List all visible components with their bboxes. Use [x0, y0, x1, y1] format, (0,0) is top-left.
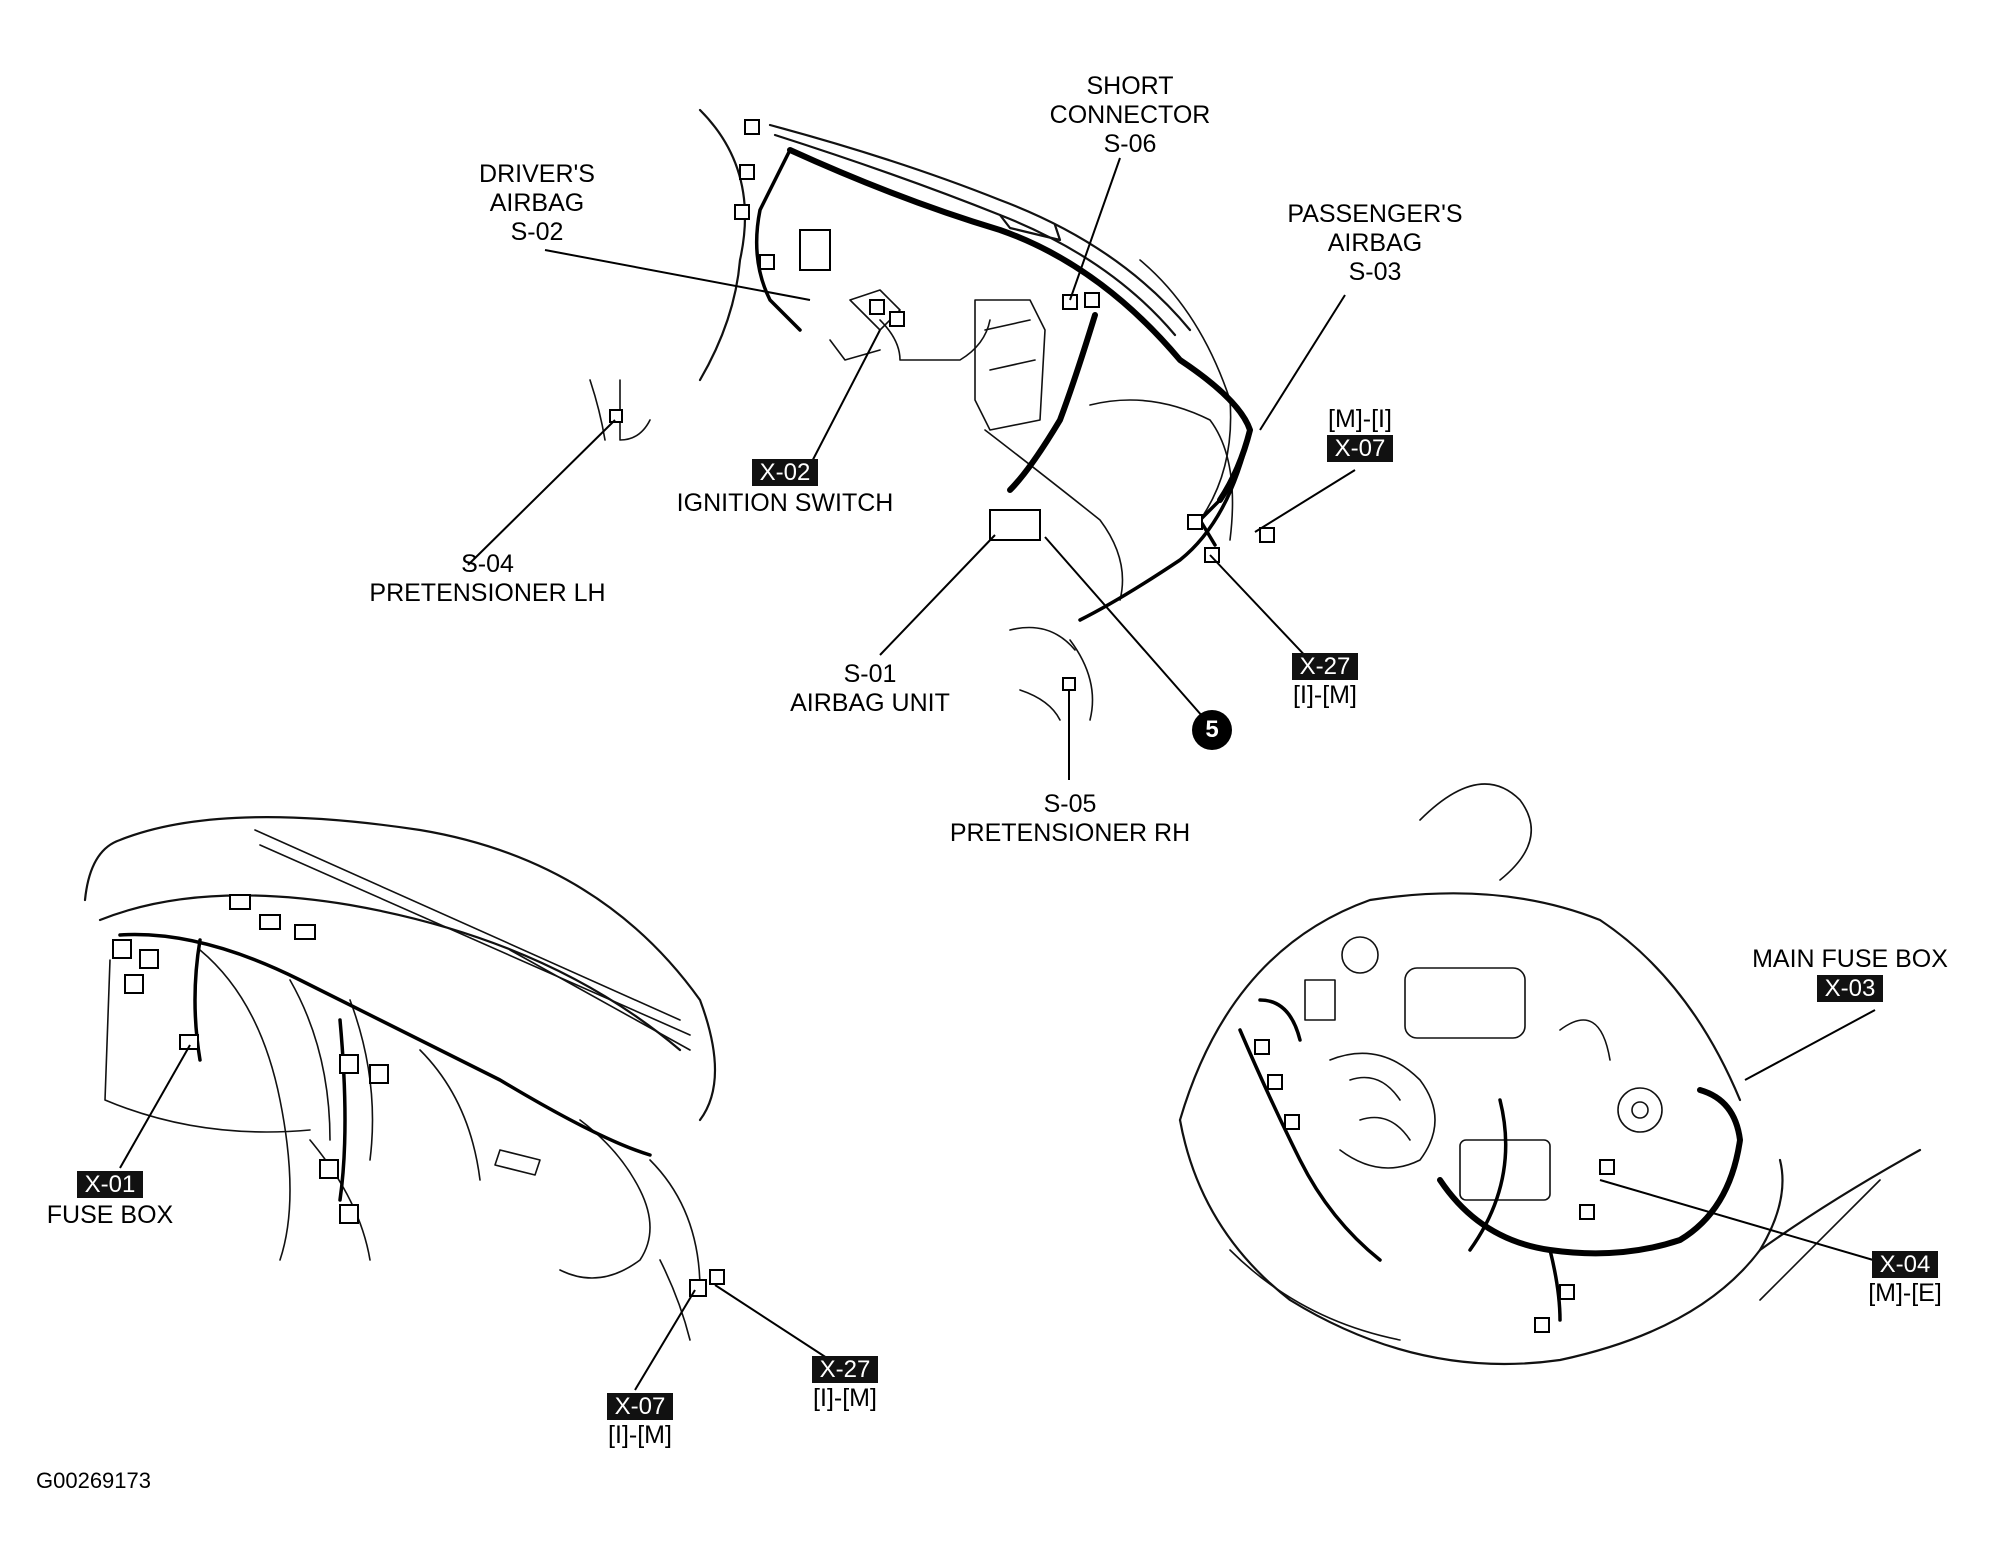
- pretensioner-rh-name: PRETENSIONER RH: [949, 819, 1191, 847]
- x07-bottom-label: X-07 [I]-[M]: [590, 1392, 690, 1450]
- dashboard-drawing: [83, 816, 725, 1341]
- airbag-unit-code: S-01: [843, 660, 897, 688]
- passengers-airbag-line1: PASSENGER'S: [1287, 200, 1463, 228]
- passengers-airbag-label: PASSENGER'S AIRBAG S-03: [1270, 200, 1480, 287]
- ignition-switch-name: IGNITION SWITCH: [676, 489, 894, 517]
- x07-top-badge: X-07: [1326, 435, 1394, 462]
- x02-badge: X-02: [751, 459, 819, 486]
- x03-badge: X-03: [1816, 975, 1884, 1002]
- x07-top-label: [M]-[I] X-07: [1310, 405, 1410, 463]
- drivers-airbag-code: S-02: [510, 218, 564, 246]
- pretensioner-rh-code: S-05: [1043, 790, 1097, 818]
- x07-bottom-badge: X-07: [606, 1393, 674, 1420]
- x04-badge: X-04: [1871, 1251, 1939, 1278]
- x07-bottom-pins: [I]-[M]: [608, 1421, 672, 1449]
- x04-pins: [M]-[E]: [1868, 1279, 1942, 1307]
- pretensioner-lh-label: S-04 PRETENSIONER LH: [345, 550, 630, 608]
- x27-top-label: X-27 [I]-[M]: [1275, 652, 1375, 710]
- circle-marker: 5: [1192, 710, 1232, 750]
- pretensioner-lh-name: PRETENSIONER LH: [369, 579, 606, 607]
- x01-badge: X-01: [76, 1171, 144, 1198]
- short-connector-line2: CONNECTOR: [1049, 101, 1211, 129]
- figure-id: G00269173: [36, 1468, 151, 1493]
- main-fuse-box-label: MAIN FUSE BOX X-03: [1735, 945, 1965, 1003]
- x07-top-pins: [M]-[I]: [1328, 405, 1392, 433]
- fuse-box-label: X-01 FUSE BOX: [30, 1170, 190, 1230]
- pretensioner-lh-code: S-04: [461, 550, 514, 578]
- x27-bottom-badge: X-27: [811, 1356, 879, 1383]
- drivers-airbag-label: DRIVER'S AIRBAG S-02: [462, 160, 612, 247]
- engine-bay-drawing: [1178, 783, 1922, 1366]
- drivers-airbag-line1: DRIVER'S: [479, 160, 595, 188]
- top-dash-drawing: [589, 108, 1275, 721]
- x04-label: X-04 [M]-[E]: [1855, 1250, 1955, 1308]
- ignition-switch-label: X-02 IGNITION SWITCH: [655, 458, 915, 518]
- x27-top-pins: [I]-[M]: [1293, 681, 1357, 709]
- fuse-box-name: FUSE BOX: [46, 1201, 174, 1229]
- drivers-airbag-line2: AIRBAG: [489, 189, 585, 217]
- x27-top-badge: X-27: [1291, 653, 1359, 680]
- airbag-unit-label: S-01 AIRBAG UNIT: [770, 660, 970, 718]
- airbag-unit-name: AIRBAG UNIT: [790, 689, 950, 717]
- passengers-airbag-line2: AIRBAG: [1327, 229, 1423, 257]
- x27-bottom-label: X-27 [I]-[M]: [795, 1355, 895, 1413]
- short-connector-label: SHORT CONNECTOR S-06: [1035, 72, 1225, 159]
- x27-bottom-pins: [I]-[M]: [813, 1384, 877, 1412]
- passengers-airbag-code: S-03: [1348, 258, 1402, 286]
- main-fuse-box-name: MAIN FUSE BOX: [1752, 945, 1948, 973]
- leader-lines: [119, 157, 1881, 1391]
- pretensioner-rh-label: S-05 PRETENSIONER RH: [925, 790, 1215, 848]
- short-connector-code: S-06: [1103, 130, 1157, 158]
- short-connector-line1: SHORT: [1086, 72, 1174, 100]
